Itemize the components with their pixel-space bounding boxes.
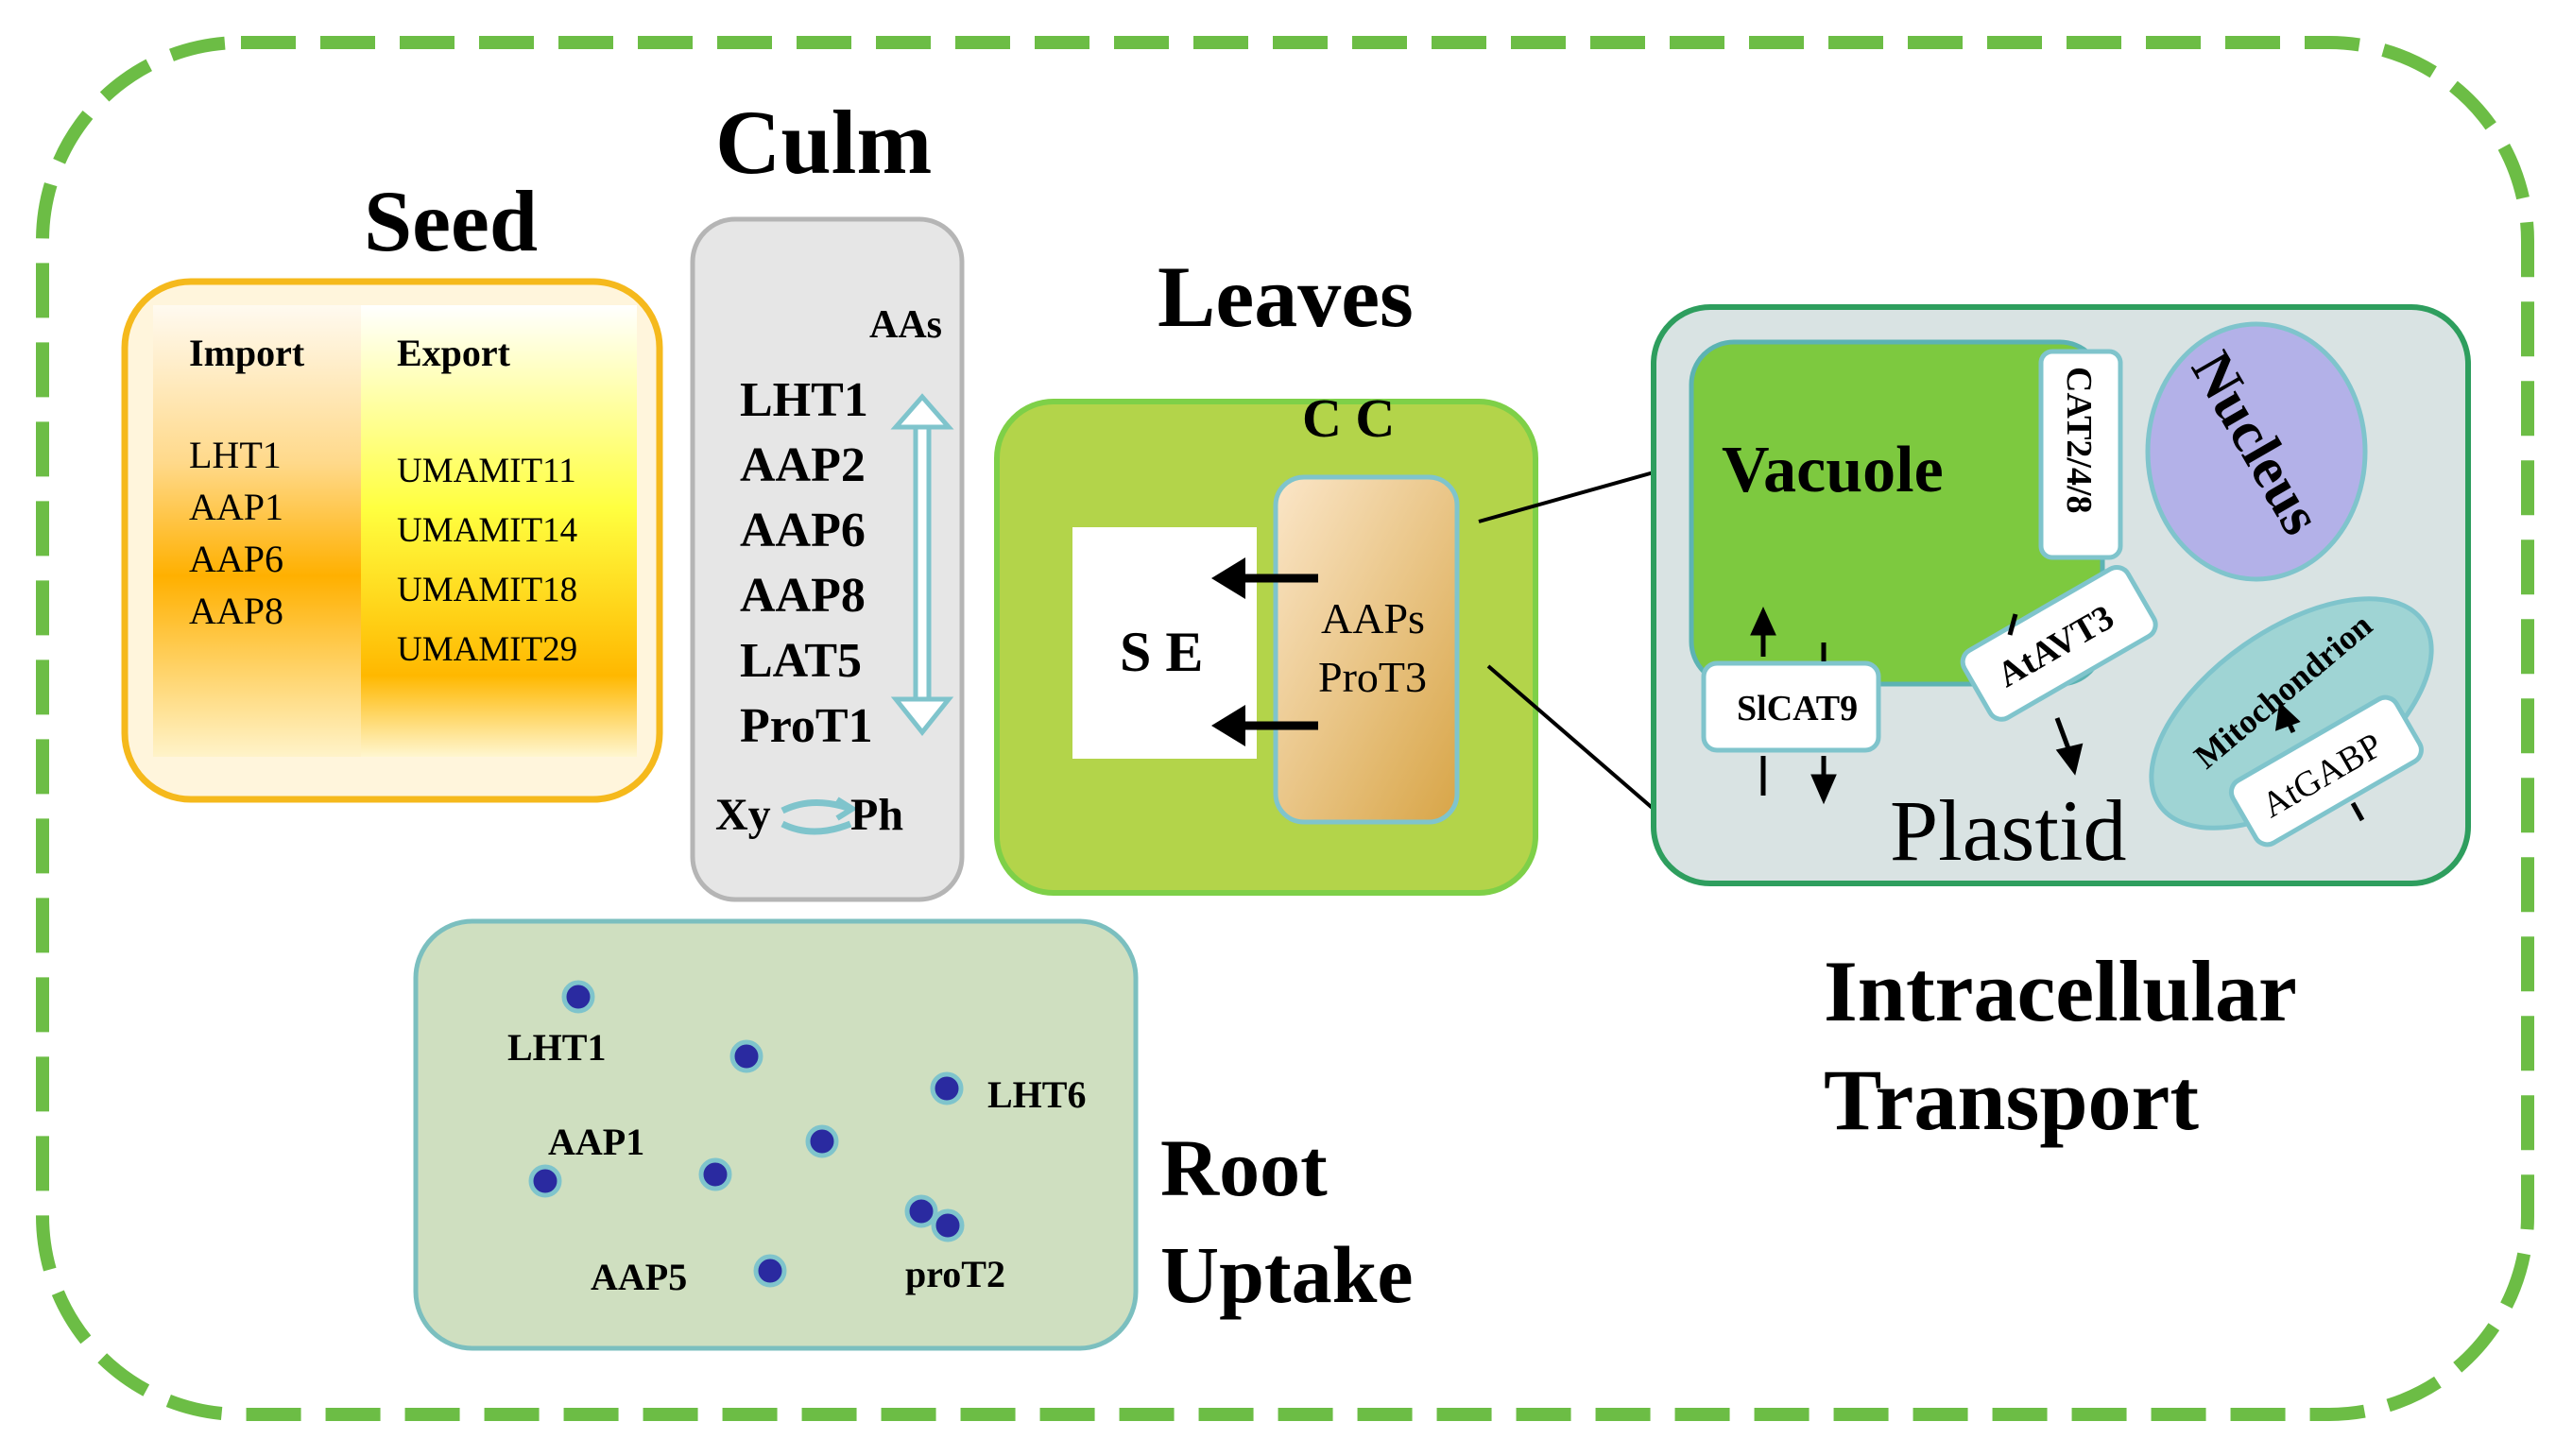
atgabp-transporter-box [2228, 694, 2424, 848]
seed-import-item: AAP6 [189, 538, 283, 580]
seed-title: Seed [364, 173, 538, 269]
culm-transporter: AAP8 [740, 569, 866, 623]
intracellular-title-line1: Intracellular [1824, 943, 2297, 1039]
root-transporter-label: proT2 [905, 1253, 1005, 1295]
slcat9-transporter-box [1701, 660, 1881, 753]
root-title-line2: Uptake [1160, 1229, 1414, 1320]
plastid-label: Plastid [1890, 782, 2126, 879]
vacuole-label: Vacuole [1722, 434, 1944, 506]
transporter-dot [753, 1254, 787, 1288]
seed-export-item: UMAMIT29 [397, 630, 577, 669]
root-transporter-label: LHT1 [507, 1026, 606, 1069]
culm-phloem-label: Ph [850, 790, 903, 840]
xylem-phloem-exchange-arrows [780, 797, 858, 835]
atavt3-transporter-box [1960, 564, 2158, 722]
transporter-dot [561, 980, 595, 1014]
culm-transporter: AAP2 [740, 438, 866, 492]
nucleus [2145, 321, 2368, 582]
atgabp-arrows [2274, 701, 2365, 822]
companion-cell-box [1273, 474, 1460, 825]
culm-transporter: LHT1 [740, 373, 868, 427]
leaves-title: Leaves [1158, 248, 1414, 345]
culm-xylem-label: Xy [715, 790, 771, 840]
seed-export-item: UMAMIT11 [397, 452, 576, 490]
transporter-dot [931, 1208, 965, 1242]
seed-import-item: AAP8 [189, 590, 283, 632]
transporter-dot [930, 1071, 964, 1105]
root-transporter-labels: LHT1 LHT6 AAP1 AAP5 proT2 [507, 1026, 1086, 1298]
seed-import-item: LHT1 [189, 434, 282, 476]
seed-import-column [153, 305, 361, 757]
transporter-dot [729, 1039, 763, 1073]
culm-transporter-list: LHT1 AAP2 AAP6 AAP8 LAT5 ProT1 [740, 373, 873, 753]
cat-transporter-box [2038, 349, 2123, 560]
culm-transporter: LAT5 [740, 634, 862, 688]
slcat9-arrows [1750, 606, 1837, 805]
culm-bidirectional-arrow [890, 393, 954, 737]
seed-export-list: UMAMIT11 UMAMIT14 UMAMIT18 UMAMIT29 [397, 452, 577, 669]
seed-import-header: Import [189, 332, 305, 374]
seed-import-list: LHT1 AAP1 AAP6 AAP8 [189, 434, 283, 632]
outer-dashed-border [36, 36, 2534, 1421]
sieve-element-label: S E [1120, 621, 1203, 683]
intracellular-title-line2: Transport [1824, 1052, 2199, 1148]
root-dots [528, 980, 965, 1288]
culm-aas-label: AAs [869, 303, 942, 347]
atavt3-arrows [2007, 613, 2084, 776]
transporter-dot [528, 1164, 562, 1198]
seed-export-header: Export [397, 332, 511, 374]
transporter-dot [698, 1157, 732, 1191]
leaf-transporter: AAPs [1321, 594, 1425, 642]
companion-cell-label: C C [1302, 387, 1395, 449]
culm-transporter: AAP6 [740, 504, 866, 557]
root-transporter-label: AAP5 [591, 1256, 687, 1298]
root-title-line1: Root [1160, 1122, 1328, 1213]
seed-export-column [361, 305, 637, 757]
culm-panel [690, 216, 965, 902]
cat-transporter-label: CAT2/4/8 [2059, 367, 2099, 514]
seed-import-item: AAP1 [189, 486, 283, 528]
seed-export-item: UMAMIT14 [397, 511, 577, 550]
culm-title: Culm [715, 92, 932, 193]
culm-transporter: ProT1 [740, 699, 873, 753]
cc-to-se-arrows [1211, 557, 1318, 746]
seed-export-item: UMAMIT18 [397, 571, 577, 609]
transporter-dot [904, 1194, 938, 1228]
slcat9-transporter-label: SlCAT9 [1737, 689, 1858, 728]
zoom-line-top [1478, 471, 1655, 523]
root-panel [413, 918, 1139, 1351]
transporter-dot [805, 1124, 839, 1158]
zoom-line-bottom [1486, 664, 1657, 813]
leaf-transporter: ProT3 [1318, 653, 1427, 701]
root-transporter-label: LHT6 [987, 1073, 1086, 1116]
root-transporter-label: AAP1 [548, 1121, 644, 1163]
